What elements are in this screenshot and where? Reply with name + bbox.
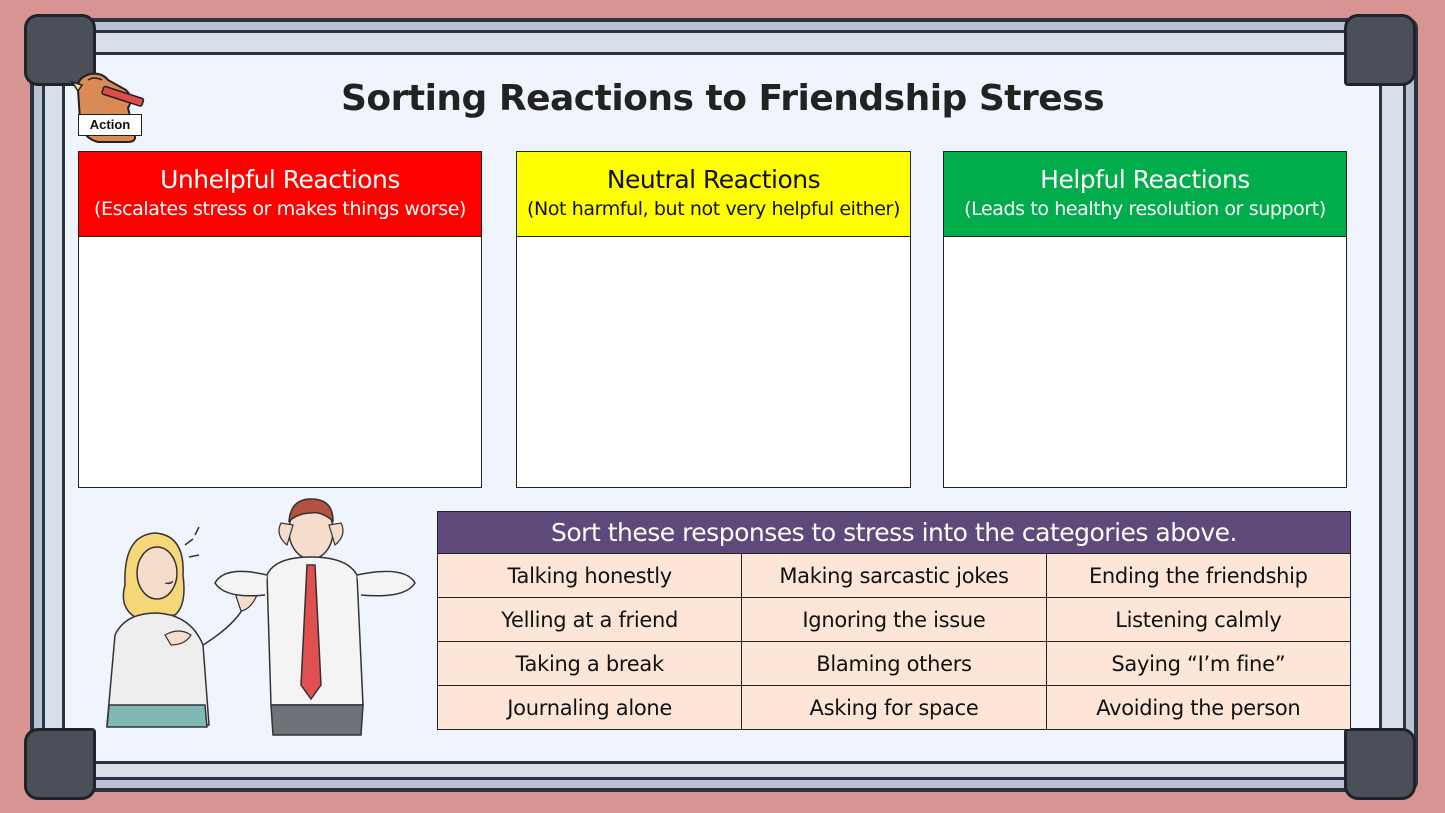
response-card[interactable]: Journaling alone: [436, 685, 743, 730]
frame-corner-bottom-right: [1344, 728, 1416, 800]
category-helpful[interactable]: Helpful Reactions (Leads to healthy reso…: [943, 151, 1347, 488]
response-card[interactable]: Listening calmly: [1045, 597, 1352, 642]
response-card[interactable]: Saying “I’m fine”: [1045, 641, 1352, 686]
category-neutral-header: Neutral Reactions (Not harmful, but not …: [517, 152, 910, 237]
frame-corner-top-left: [24, 14, 96, 86]
category-neutral[interactable]: Neutral Reactions (Not harmful, but not …: [516, 151, 911, 488]
table-row: Taking a break Blaming others Saying “I’…: [436, 641, 1352, 686]
frame-corner-top-right: [1344, 14, 1416, 86]
category-subtitle: (Leads to healthy resolution or support): [964, 198, 1326, 220]
responses-table: Sort these responses to stress into the …: [436, 511, 1352, 730]
frame-corner-bottom-left: [24, 728, 96, 800]
category-title: Helpful Reactions: [1040, 165, 1250, 194]
category-title: Neutral Reactions: [606, 165, 821, 194]
response-card[interactable]: Blaming others: [741, 641, 1047, 686]
response-card[interactable]: Ignoring the issue: [741, 597, 1047, 642]
category-unhelpful-header: Unhelpful Reactions (Escalates stress or…: [79, 152, 481, 237]
category-unhelpful[interactable]: Unhelpful Reactions (Escalates stress or…: [78, 151, 482, 488]
page-title: Sorting Reactions to Friendship Stress: [340, 78, 1105, 119]
response-card[interactable]: Making sarcastic jokes: [741, 553, 1047, 598]
category-subtitle: (Escalates stress or makes things worse): [93, 198, 467, 220]
action-badge-label: Action: [78, 114, 142, 136]
table-row: Journaling alone Asking for space Avoidi…: [436, 685, 1352, 730]
responses-table-header: Sort these responses to stress into the …: [437, 511, 1351, 554]
response-card[interactable]: Talking honestly: [436, 553, 743, 598]
response-card[interactable]: Avoiding the person: [1045, 685, 1352, 730]
category-title: Unhelpful Reactions: [160, 165, 400, 194]
table-row: Yelling at a friend Ignoring the issue L…: [436, 597, 1352, 642]
response-card[interactable]: Taking a break: [436, 641, 743, 686]
arguing-couple-icon: [106, 498, 416, 736]
category-helpful-header: Helpful Reactions (Leads to healthy reso…: [944, 152, 1346, 237]
table-row: Talking honestly Making sarcastic jokes …: [436, 553, 1352, 598]
category-subtitle: (Not harmful, but not very helpful eithe…: [527, 198, 900, 220]
response-card[interactable]: Ending the friendship: [1045, 553, 1352, 598]
response-card[interactable]: Asking for space: [741, 685, 1047, 730]
response-card[interactable]: Yelling at a friend: [436, 597, 743, 642]
